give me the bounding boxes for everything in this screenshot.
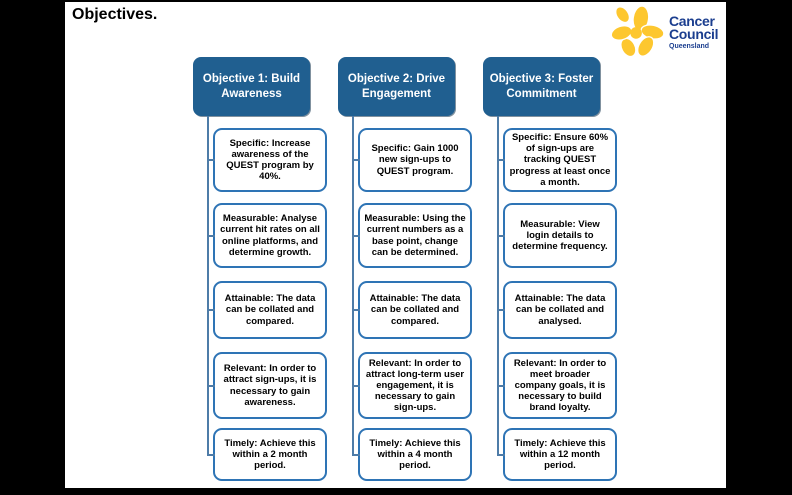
row-measurable-2: Measurable: Using the current numbers as… [338,203,472,268]
connector-line-3 [497,116,499,455]
cancer-council-logo: Cancer Council Queensland [609,5,719,59]
box-attainable-3: Attainable: The data can be collated and… [503,281,617,339]
box-specific-1: Specific: Increase awareness of the QUES… [213,128,327,192]
row-relevant-3: Relevant: In order to meet broader compa… [483,352,617,419]
row-specific-3: Specific: Ensure 60% of sign-ups are tra… [483,128,617,192]
box-specific-2: Specific: Gain 1000 new sign-ups to QUES… [358,128,472,192]
objective-3-header: Objective 3: Foster Commitment [483,57,600,116]
objective-column-2: Objective 2: Drive Engagement Specific: … [338,57,472,481]
objective-column-1: Objective 1: Build Awareness Specific: I… [193,57,327,481]
box-relevant-2: Relevant: In order to attract long-term … [358,352,472,419]
box-timely-1: Timely: Achieve this within a 2 month pe… [213,428,327,481]
connector-line-1 [207,116,209,455]
row-relevant-2: Relevant: In order to attract long-term … [338,352,472,419]
box-timely-2: Timely: Achieve this within a 4 month pe… [358,428,472,481]
row-timely-1: Timely: Achieve this within a 2 month pe… [193,428,327,481]
row-attainable-1: Attainable: The data can be collated and… [193,281,327,339]
daffodil-icon [610,5,665,58]
box-timely-3: Timely: Achieve this within a 12 month p… [503,428,617,481]
page-title: Objectives. [72,6,158,23]
slide: Objectives. Cancer Council Queensland [65,2,726,488]
logo-text-council: Council [669,25,719,42]
box-attainable-1: Attainable: The data can be collated and… [213,281,327,339]
row-timely-2: Timely: Achieve this within a 4 month pe… [338,428,472,481]
objective-2-header: Objective 2: Drive Engagement [338,57,455,116]
box-relevant-1: Relevant: In order to attract sign-ups, … [213,352,327,419]
connector-line-2 [352,116,354,455]
row-specific-2: Specific: Gain 1000 new sign-ups to QUES… [338,128,472,192]
objectives-diagram: Objective 1: Build Awareness Specific: I… [193,57,617,481]
objective-column-3: Objective 3: Foster Commitment Specific:… [483,57,617,481]
row-attainable-2: Attainable: The data can be collated and… [338,281,472,339]
box-measurable-1: Measurable: Analyse current hit rates on… [213,203,327,268]
box-attainable-2: Attainable: The data can be collated and… [358,281,472,339]
row-timely-3: Timely: Achieve this within a 12 month p… [483,428,617,481]
box-specific-3: Specific: Ensure 60% of sign-ups are tra… [503,128,617,192]
box-measurable-3: Measurable: View login details to determ… [503,203,617,268]
objective-1-header: Objective 1: Build Awareness [193,57,310,116]
row-relevant-1: Relevant: In order to attract sign-ups, … [193,352,327,419]
box-relevant-3: Relevant: In order to meet broader compa… [503,352,617,419]
box-measurable-2: Measurable: Using the current numbers as… [358,203,472,268]
logo-text-cancer: Cancer [669,12,715,29]
row-measurable-1: Measurable: Analyse current hit rates on… [193,203,327,268]
row-measurable-3: Measurable: View login details to determ… [483,203,617,268]
logo-text: Cancer Council Queensland [669,12,719,50]
logo-text-queensland: Queensland [669,42,710,50]
row-attainable-3: Attainable: The data can be collated and… [483,281,617,339]
row-specific-1: Specific: Increase awareness of the QUES… [193,128,327,192]
